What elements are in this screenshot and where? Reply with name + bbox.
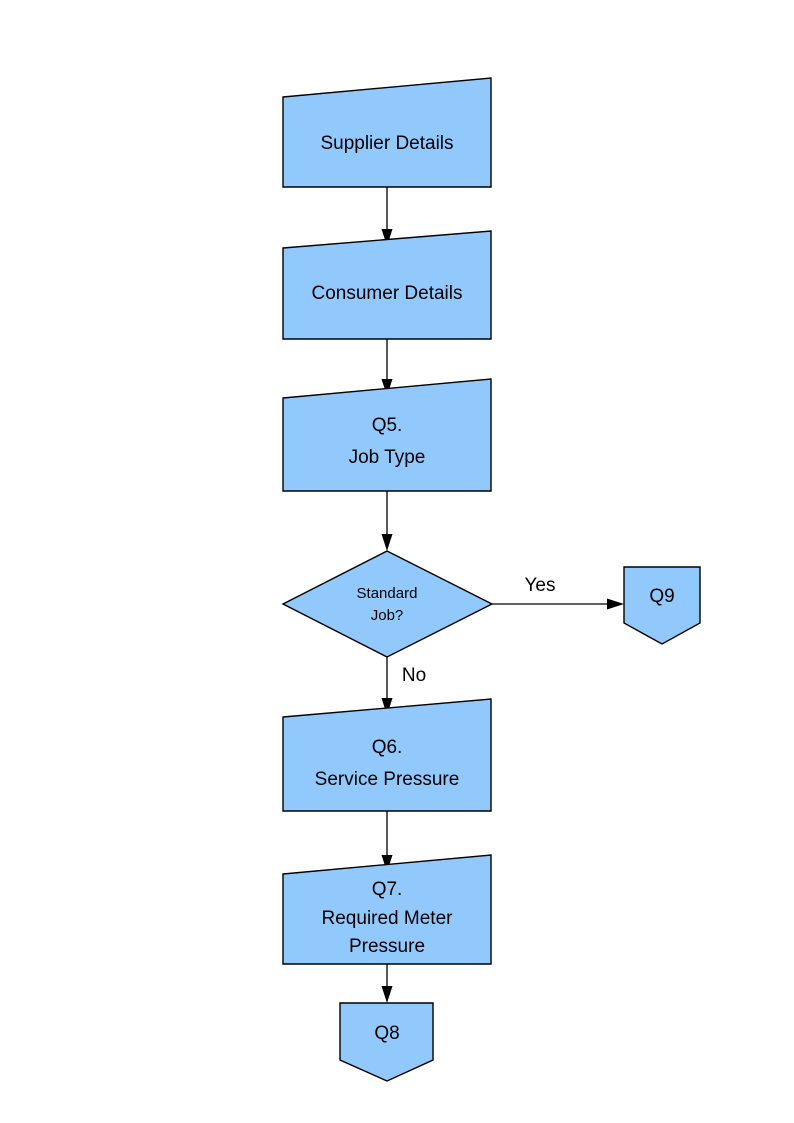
node-supplier-details[interactable]: Supplier Details	[282, 77, 492, 188]
node-q8[interactable]: Q8	[339, 1002, 434, 1082]
connector-consumer-to-q5	[381, 339, 393, 396]
q8-shape[interactable]	[339, 1002, 434, 1082]
node-q9[interactable]: Q9	[623, 566, 701, 645]
edge-label-yes: Yes	[525, 575, 556, 596]
connector-decision-to-q6	[381, 657, 393, 715]
connector-supplier-to-consumer	[381, 187, 393, 246]
standard-job-decision-label-line1: Standard	[357, 585, 418, 602]
q7-required-meter-pressure-shape[interactable]	[282, 854, 492, 965]
node-consumer-details[interactable]: Consumer Details	[282, 230, 492, 340]
node-q5-job-type[interactable]: Q5. Job Type	[282, 378, 492, 492]
arrow-head-icon	[381, 698, 393, 715]
supplier-details-shape[interactable]	[282, 77, 492, 188]
connector-decision-to-q9	[492, 598, 624, 610]
standard-job-decision-label-line2: Job?	[371, 607, 404, 624]
arrow-head-icon	[381, 379, 393, 396]
q9-label: Q9	[649, 586, 674, 607]
q6-service-pressure-shape[interactable]	[282, 698, 492, 812]
q9-shape[interactable]	[623, 566, 701, 645]
node-q7-required-meter-pressure[interactable]: Q7. Required Meter Pressure	[282, 854, 492, 965]
q5-job-type-shape[interactable]	[282, 378, 492, 492]
q5-job-type-label-line2: Job Type	[349, 447, 426, 468]
node-q6-service-pressure[interactable]: Q6. Service Pressure	[282, 698, 492, 812]
q5-job-type-label-line1: Q5.	[372, 415, 403, 436]
consumer-details-shape[interactable]	[282, 230, 492, 340]
edge-label-no: No	[402, 665, 426, 686]
consumer-details-label: Consumer Details	[312, 283, 463, 304]
q8-label: Q8	[374, 1023, 399, 1044]
arrow-head-icon	[381, 986, 393, 1003]
q7-required-meter-pressure-label-line3: Pressure	[349, 936, 425, 957]
node-standard-job-decision[interactable]: Standard Job?	[281, 550, 494, 658]
q6-service-pressure-label-line2: Service Pressure	[315, 769, 460, 790]
connector-q5-to-decision	[381, 491, 393, 551]
supplier-details-label: Supplier Details	[320, 133, 453, 154]
connector-q6-to-q7	[381, 811, 393, 872]
arrow-head-icon	[381, 855, 393, 872]
q6-service-pressure-label-line1: Q6.	[372, 737, 403, 758]
standard-job-decision-shape[interactable]	[281, 550, 494, 658]
arrow-head-icon	[607, 598, 624, 610]
connector-q7-to-q8	[381, 964, 393, 1003]
arrow-head-icon	[381, 229, 393, 246]
arrow-head-icon	[381, 534, 393, 551]
q7-required-meter-pressure-label-line2: Required Meter	[322, 908, 454, 929]
q7-required-meter-pressure-label-line1: Q7.	[372, 879, 403, 900]
